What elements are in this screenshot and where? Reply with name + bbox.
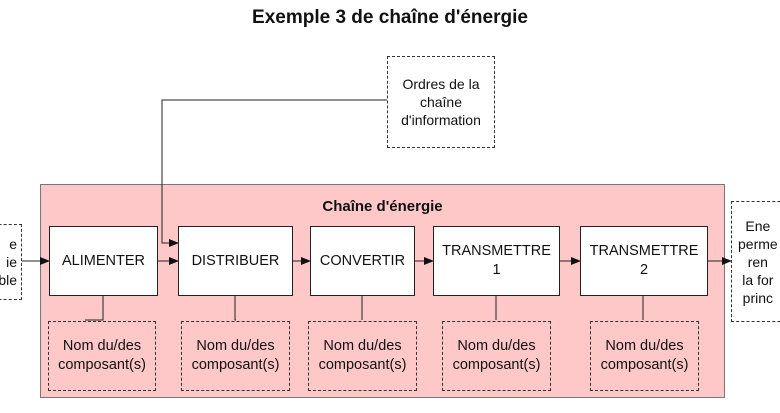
component-box-3: Nom du/des composant(s) bbox=[308, 321, 417, 391]
function-convertir: CONVERTIR bbox=[310, 226, 415, 296]
component-box-4: Nom du/des composant(s) bbox=[442, 321, 551, 391]
component-link-1 bbox=[85, 296, 104, 321]
component-box-2: Nom du/des composant(s) bbox=[181, 321, 290, 391]
component-box-1: Nom du/des composant(s) bbox=[48, 321, 156, 391]
function-transmettre-2: TRANSMETTRE 2 bbox=[580, 226, 708, 296]
orders-connector bbox=[161, 99, 387, 247]
input-energy-box: e ie ble bbox=[0, 224, 22, 300]
diagram-title: Exemple 3 de chaîne d'énergie bbox=[252, 7, 528, 28]
output-energy-box: Ene perme ren la for princ bbox=[731, 201, 780, 322]
function-distribuer: DISTRIBUER bbox=[178, 226, 293, 296]
component-link-2 bbox=[234, 296, 236, 321]
energy-chain-title: Chaîne d'énergie bbox=[322, 198, 443, 215]
orders-box: Ordres de la chaîne d'information bbox=[387, 56, 495, 148]
function-alimenter: ALIMENTER bbox=[49, 226, 158, 296]
component-box-5: Nom du/des composant(s) bbox=[590, 321, 699, 391]
function-transmettre-1: TRANSMETTRE 1 bbox=[433, 226, 560, 296]
